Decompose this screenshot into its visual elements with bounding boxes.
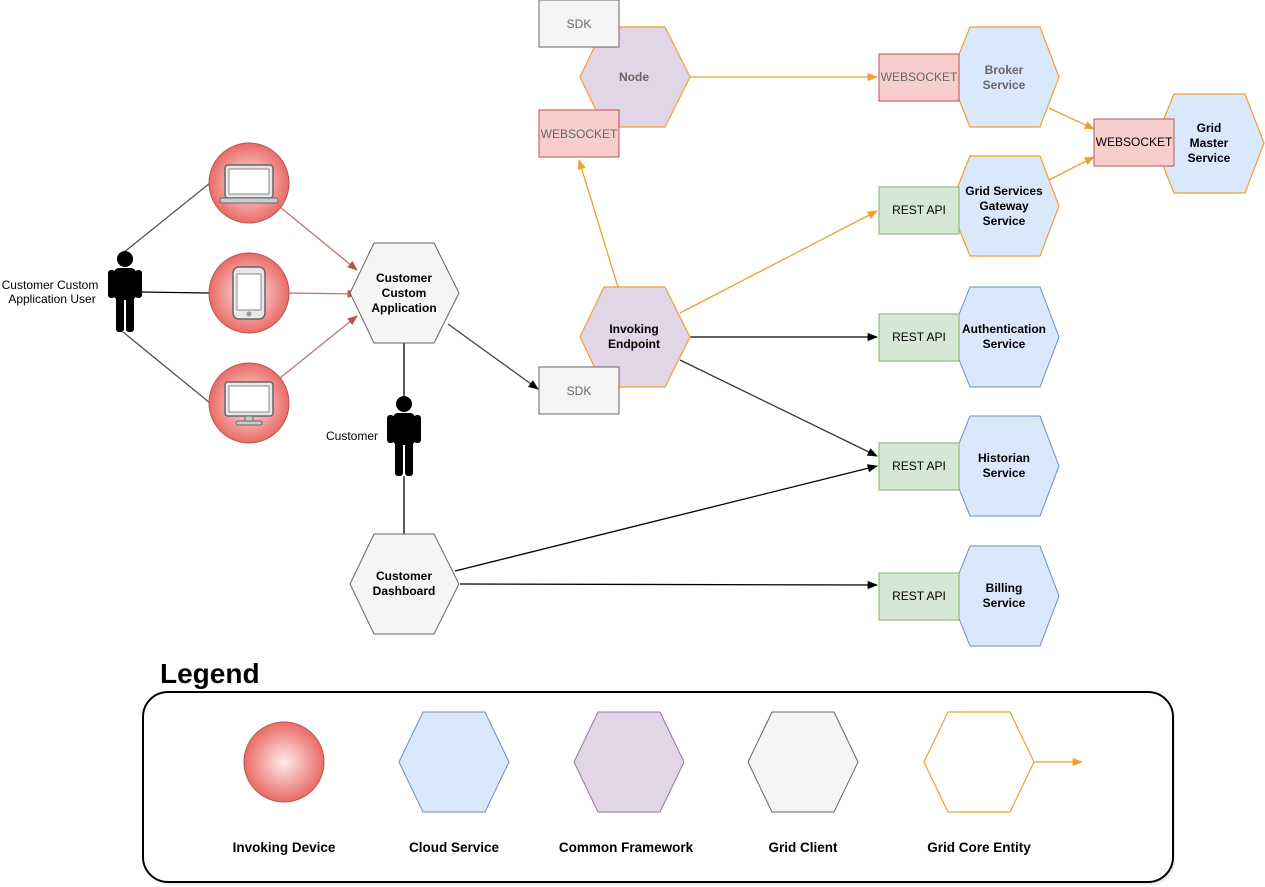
websocket-broker-label: WEBSOCKET [881, 70, 958, 84]
websocket-box-node[interactable]: WEBSOCKET [538, 109, 620, 158]
websocket-node-label: WEBSOCKET [541, 127, 618, 141]
historian-label-line2: Service [983, 466, 1026, 480]
grid-master-label-line2: Master [1190, 136, 1229, 150]
edge-phone-app [287, 289, 359, 299]
billing-label-line1: Billing [986, 581, 1023, 595]
edge-monitor-app [279, 315, 358, 379]
rest-api-box-gateway[interactable]: REST API [878, 186, 960, 235]
service-authentication[interactable]: Authentication Service [949, 286, 1060, 388]
actor-app-user: Customer Custom Application User [2, 251, 142, 332]
sdk-box-top[interactable]: SDK [538, 0, 620, 48]
legend-item-cloud-service: Cloud Service [398, 711, 510, 855]
endpoint-label-line2: Endpoint [608, 337, 660, 351]
service-billing[interactable]: Billing Service [949, 545, 1060, 647]
legend-item-grid-core-entity: Grid Core Entity [923, 711, 1084, 855]
sdk-top-label: SDK [567, 17, 592, 31]
actor-customer: Customer [326, 396, 421, 476]
websocket-box-grid-master[interactable]: WEBSOCKET [1093, 118, 1175, 167]
endpoint-label-line1: Invoking [609, 322, 658, 336]
framework-invoking-endpoint[interactable]: Invoking Endpoint [579, 286, 691, 388]
broker-label-line2: Service [983, 78, 1026, 92]
rest-api-box-auth[interactable]: REST API [878, 313, 960, 362]
edge-user-monitor [122, 331, 211, 404]
device-phone [208, 252, 290, 334]
grid-master-label-line1: Grid [1197, 121, 1222, 135]
legend-item-grid-client: Grid Client [747, 711, 859, 855]
customer-label: Customer [326, 429, 378, 443]
legend-item-common-framework: Common Framework [559, 711, 694, 855]
edge-app-sdk [447, 323, 539, 390]
custom-app-label-line3: Application [371, 301, 436, 315]
rest-api-box-historian[interactable]: REST API [878, 442, 960, 491]
device-laptop [208, 142, 290, 224]
auth-label-line1: Authentication [962, 322, 1046, 336]
edge-dashboard-historian [454, 464, 879, 572]
service-broker[interactable]: Broker Service [949, 26, 1060, 128]
gateway-label-line2: Gateway [979, 199, 1029, 213]
person-icon [108, 251, 142, 332]
dashboard-label-line2: Dashboard [373, 584, 436, 598]
grid-master-label-line3: Service [1188, 151, 1231, 165]
device-monitor [208, 362, 290, 444]
broker-label-line1: Broker [985, 63, 1024, 77]
app-user-label-line2: Application User [8, 292, 95, 306]
billing-label-line2: Service [983, 596, 1026, 610]
client-customer-dashboard[interactable]: Customer Dashboard [349, 533, 460, 635]
legend-title: Legend [160, 658, 260, 689]
client-custom-application[interactable]: Customer Custom Application [349, 242, 460, 344]
gateway-label-line3: Service [983, 214, 1026, 228]
historian-label-line1: Historian [978, 451, 1030, 465]
app-user-label-line1: Customer Custom [2, 278, 99, 292]
edge-dashboard-billing [459, 580, 879, 590]
person-icon [387, 396, 421, 476]
edge-user-phone [139, 291, 211, 294]
sdk-endpoint-label: SDK [567, 384, 592, 398]
custom-app-label-line1: Customer [376, 271, 432, 285]
edge-endpoint-gateway [679, 210, 878, 314]
rest-api-box-billing[interactable]: REST API [878, 572, 960, 621]
edge-broker-gridmaster [1048, 107, 1095, 130]
rest-gateway-label: REST API [892, 203, 946, 217]
legend-label-grid-client: Grid Client [768, 840, 838, 855]
service-historian[interactable]: Historian Service [949, 415, 1060, 517]
service-grid-services-gateway[interactable]: Grid Services Gateway Service [949, 155, 1060, 257]
edge-user-laptop [122, 182, 211, 254]
auth-label-line2: Service [983, 337, 1026, 351]
legend: Legend Invoking Device Cloud Service Com… [142, 658, 1175, 885]
smartphone-icon [232, 266, 266, 320]
service-grid-master[interactable]: Grid Master Service [1153, 93, 1265, 194]
websocket-box-broker[interactable]: WEBSOCKET [878, 53, 960, 102]
sdk-box-endpoint[interactable]: SDK [538, 366, 620, 415]
legend-label-invoking-device: Invoking Device [233, 840, 336, 855]
edge-endpoint-websocket [577, 159, 619, 288]
legend-label-cloud-service: Cloud Service [409, 840, 500, 855]
legend-label-grid-core-entity: Grid Core Entity [927, 840, 1031, 855]
edge-laptop-app [279, 206, 358, 271]
legend-label-common-framework: Common Framework [559, 840, 694, 855]
rest-historian-label: REST API [892, 459, 946, 473]
edge-endpoint-historian [679, 359, 878, 457]
custom-app-label-line2: Custom [382, 286, 427, 300]
connectors [122, 72, 1095, 590]
node-label: Node [619, 70, 649, 84]
dashboard-label-line1: Customer [376, 569, 432, 583]
desktop-monitor-icon [224, 381, 274, 426]
websocket-gridmaster-label: WEBSOCKET [1096, 135, 1173, 149]
rest-auth-label: REST API [892, 330, 946, 344]
laptop-icon [219, 164, 279, 204]
gateway-label-line1: Grid Services [965, 184, 1043, 198]
edge-gateway-gridmaster [1048, 156, 1095, 181]
legend-item-invoking-device: Invoking Device [233, 721, 336, 855]
rest-billing-label: REST API [892, 589, 946, 603]
